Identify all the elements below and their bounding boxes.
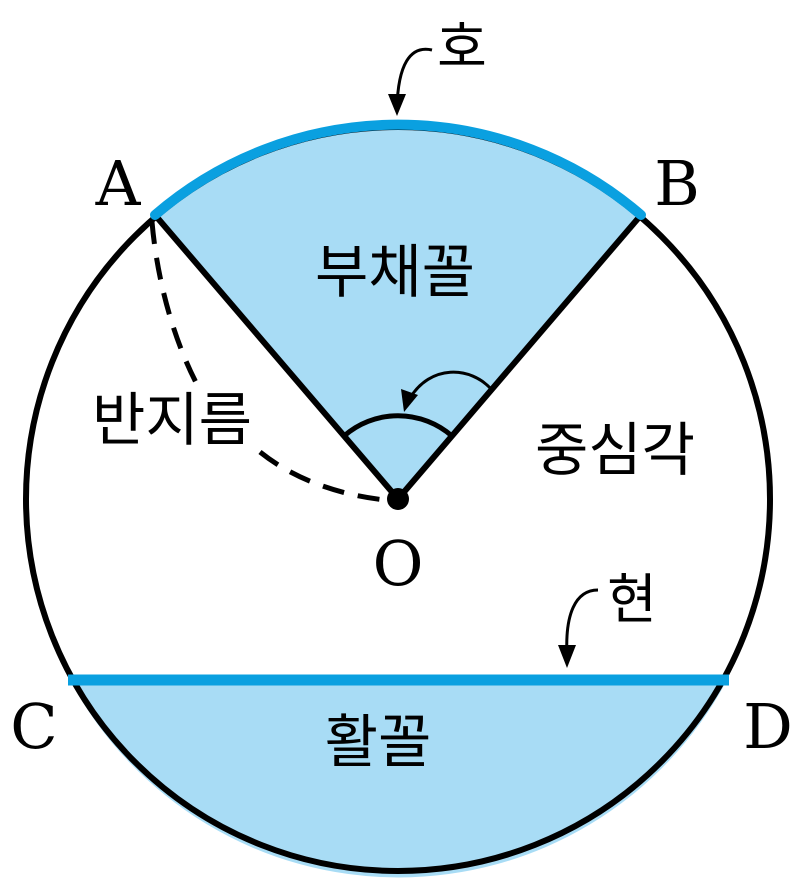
point-a-label: A [95, 147, 142, 220]
radius-ob [395, 213, 644, 501]
arc-ab [150, 119, 646, 220]
point-o-label: O [373, 527, 424, 600]
sector-fill [155, 124, 641, 500]
center-point [387, 488, 409, 510]
segment-fill [70, 680, 727, 878]
central-angle-label: 중심각 [535, 416, 695, 484]
chord-pointer-arrow [565, 588, 599, 656]
arc-pointer-head [388, 94, 406, 116]
chord-pointer-head [558, 645, 576, 668]
radius-label: 반지름 [92, 386, 252, 454]
point-c-label: C [10, 690, 57, 763]
arc-label: 호 [437, 16, 487, 79]
sector-label: 부채꼴 [315, 238, 475, 306]
central-angle-mark [342, 413, 454, 438]
segment-label: 활꼴 [325, 708, 432, 776]
point-b-label: B [654, 147, 700, 220]
central-angle-pointer-head [401, 389, 418, 412]
radius-oa [152, 213, 401, 501]
chord-label: 현 [607, 568, 657, 631]
point-d-label: D [743, 690, 793, 763]
radius-dashed-curve [149, 221, 386, 503]
central-angle-pointer-arrow [408, 370, 494, 399]
